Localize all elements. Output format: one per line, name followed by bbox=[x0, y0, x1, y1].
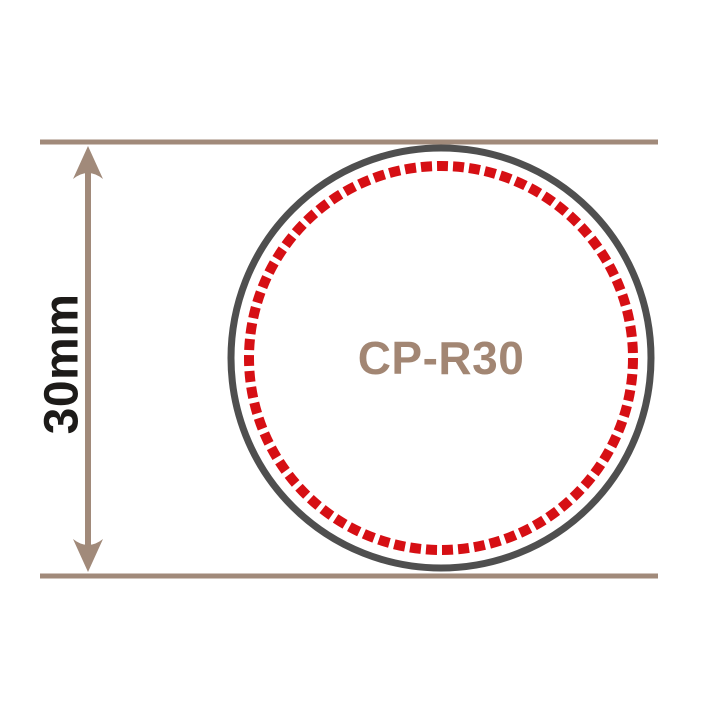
product-code-label: CP-R30 bbox=[358, 332, 525, 384]
arrowhead-bottom-icon bbox=[73, 539, 103, 572]
inner-dashed-ring bbox=[244, 161, 638, 555]
product-outline-circle bbox=[227, 144, 655, 572]
dimension-arrow bbox=[73, 146, 103, 572]
arrowhead-top-icon bbox=[73, 146, 103, 179]
dimension-label: 30mm bbox=[36, 294, 89, 435]
